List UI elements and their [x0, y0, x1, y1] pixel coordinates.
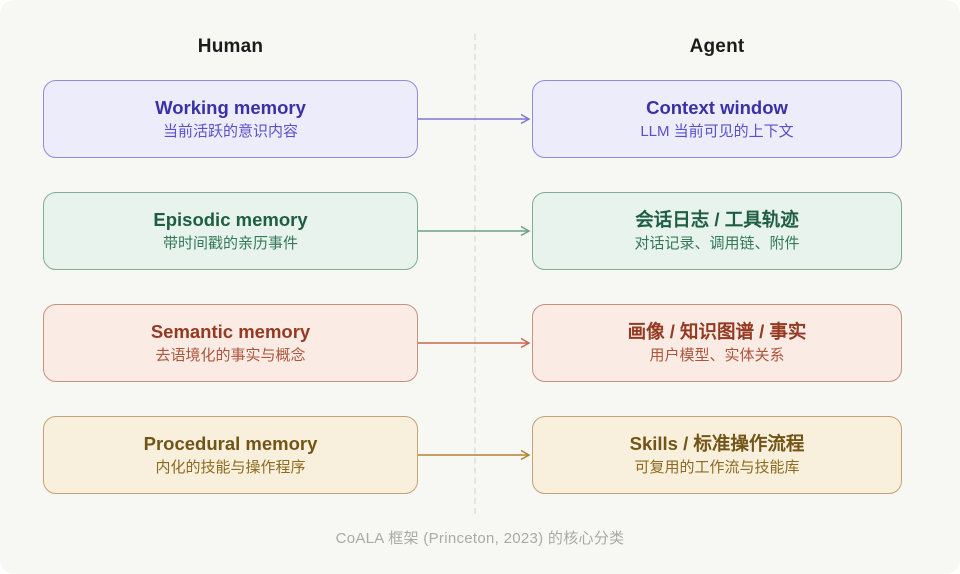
box-title: Skills / 标准操作流程	[629, 433, 805, 455]
human-box-procedural-memory: Procedural memory 内化的技能与操作程序	[43, 416, 418, 494]
memory-row-procedural: Procedural memory 内化的技能与操作程序 Skills / 标准…	[0, 416, 960, 494]
box-title: Semantic memory	[150, 321, 311, 343]
agent-box-knowledge-graph: 画像 / 知识图谱 / 事实 用户模型、实体关系	[532, 304, 902, 382]
human-box-working-memory: Working memory 当前活跃的意识内容	[43, 80, 418, 158]
agent-box-skills-sop: Skills / 标准操作流程 可复用的工作流与技能库	[532, 416, 902, 494]
memory-row-semantic: Semantic memory 去语境化的事实与概念 画像 / 知识图谱 / 事…	[0, 304, 960, 382]
box-subtitle: LLM 当前可见的上下文	[640, 122, 794, 140]
mapping-arrow-icon	[418, 225, 532, 237]
mapping-arrow-icon	[418, 113, 532, 125]
diagram-caption: CoALA 框架 (Princeton, 2023) 的核心分类	[335, 530, 625, 547]
box-title: 会话日志 / 工具轨迹	[635, 209, 799, 231]
human-box-episodic-memory: Episodic memory 带时间戳的亲历事件	[43, 192, 418, 270]
mapping-arrow-icon	[418, 449, 532, 461]
memory-row-episodic: Episodic memory 带时间戳的亲历事件 会话日志 / 工具轨迹 对话…	[0, 192, 960, 270]
mapping-arrow-icon	[418, 337, 532, 349]
column-header-agent: Agent	[689, 36, 745, 57]
box-title: Procedural memory	[143, 433, 318, 455]
human-box-semantic-memory: Semantic memory 去语境化的事实与概念	[43, 304, 418, 382]
box-title: Episodic memory	[153, 209, 308, 231]
memory-row-working: Working memory 当前活跃的意识内容 Context window …	[0, 80, 960, 158]
box-subtitle: 可复用的工作流与技能库	[634, 458, 800, 476]
box-title: Context window	[646, 97, 788, 119]
box-subtitle: 当前活跃的意识内容	[162, 122, 298, 140]
box-title: Working memory	[155, 97, 306, 119]
box-subtitle: 带时间戳的亲历事件	[162, 234, 298, 252]
agent-box-context-window: Context window LLM 当前可见的上下文	[532, 80, 902, 158]
agent-box-session-logs: 会话日志 / 工具轨迹 对话记录、调用链、附件	[532, 192, 902, 270]
column-header-human: Human	[197, 36, 264, 57]
box-title: 画像 / 知识图谱 / 事实	[627, 321, 807, 343]
box-subtitle: 用户模型、实体关系	[649, 346, 785, 364]
box-subtitle: 去语境化的事实与概念	[155, 346, 306, 364]
box-subtitle: 内化的技能与操作程序	[155, 458, 306, 476]
center-dashed-divider	[474, 34, 476, 514]
box-subtitle: 对话记录、调用链、附件	[634, 234, 800, 252]
